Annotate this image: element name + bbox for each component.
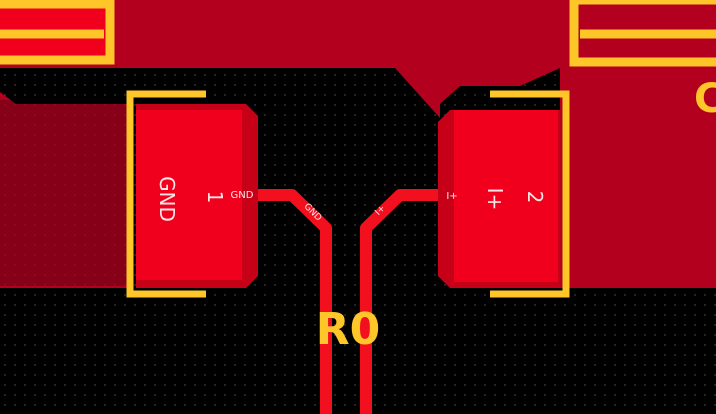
pad-1-number: 1 bbox=[203, 191, 227, 204]
pad-1-net-label: GND bbox=[155, 176, 179, 222]
trace-i-plus[interactable] bbox=[360, 189, 448, 414]
pad-1[interactable] bbox=[136, 104, 258, 288]
pad-1-net-small: GND bbox=[231, 190, 254, 201]
partial-footprint-top-right bbox=[569, 0, 716, 67]
pad-2-net-label: I+ bbox=[483, 188, 507, 211]
partial-silkscreen-char: C bbox=[694, 76, 716, 122]
pad-2-number: 2 bbox=[523, 191, 547, 204]
reference-designator: R0 bbox=[316, 304, 381, 355]
silkscreen-bracket-right bbox=[490, 90, 570, 298]
partial-footprint-top-left bbox=[0, 0, 115, 65]
copper-pour-top[interactable] bbox=[0, 0, 716, 118]
copper-pour-right[interactable] bbox=[560, 68, 716, 288]
pad-2[interactable] bbox=[438, 110, 560, 288]
trace-gnd[interactable] bbox=[250, 189, 332, 414]
silkscreen-bracket-left bbox=[126, 90, 206, 298]
pour-dots-left bbox=[0, 100, 128, 286]
pad-2-net-small: I+ bbox=[446, 191, 457, 202]
